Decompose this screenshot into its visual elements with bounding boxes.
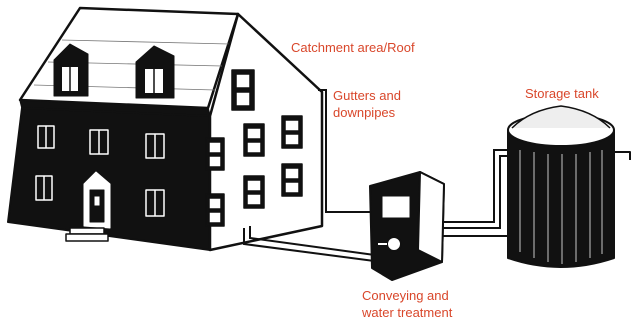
treatment-unit [370, 172, 444, 280]
label-conveying-treatment: Conveying and water treatment [362, 287, 452, 321]
tank-feed-pipe [442, 150, 510, 236]
label-gutters-downpipes: Gutters and downpipes [333, 87, 401, 121]
house [8, 8, 322, 250]
label-storage-tank: Storage tank [525, 85, 599, 102]
roof [20, 8, 238, 116]
tank-tap [614, 152, 630, 160]
label-catchment-area: Catchment area/Roof [291, 39, 415, 56]
storage-tank [508, 106, 630, 267]
